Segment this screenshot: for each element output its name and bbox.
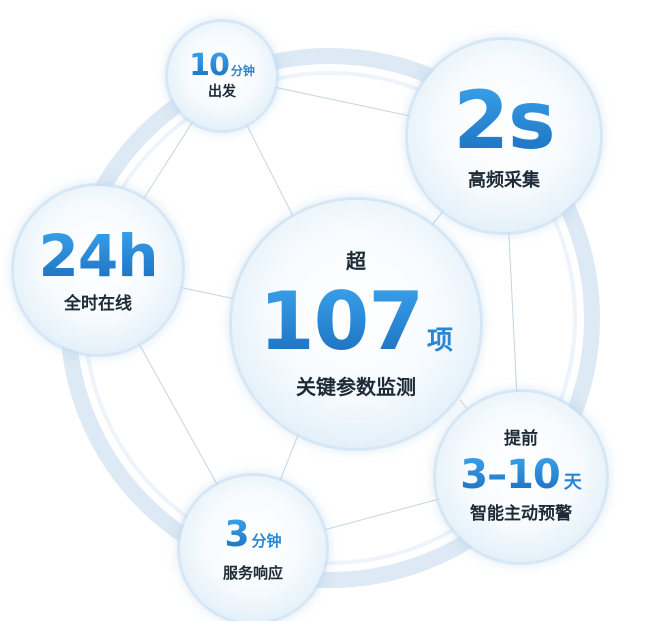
service-response-value-row: 3 分钟 [224,513,282,555]
dispatch-time-value: 10 [189,48,230,84]
dispatch-time-node: 10 分钟 出发 [168,22,276,130]
dispatch-time-value-row: 10 分钟 [189,51,255,81]
early-warning-label: 智能主动预警 [470,504,572,524]
online-hours-value: 24h [38,221,158,290]
sampling-rate-label: 高频采集 [468,170,540,192]
parameter-count-value: 107 [258,275,424,368]
early-warning-value-row: 3–10 天 [460,455,582,495]
early-warning-node: 提前 3–10 天 智能主动预警 [436,392,606,562]
parameter-prefix: 超 [346,249,366,273]
dispatch-time-unit: 分钟 [230,64,255,79]
early-warning-value: 3–10 [460,452,560,498]
early-warning-prefix: 提前 [504,429,538,450]
early-warning-unit: 天 [563,472,582,493]
service-response-value: 3 [224,513,249,555]
service-response-unit: 分钟 [251,531,282,550]
online-hours-node: 24h 全时在线 [14,186,182,354]
dispatch-time-label: 出发 [208,84,236,101]
sampling-rate-value: 2s [453,74,555,168]
parameter-value-row: 107 项 [259,282,453,362]
parameter-monitoring-node: 超 107 项 关键参数监测 [232,200,480,448]
parameter-label: 关键参数监测 [296,375,416,399]
sampling-rate-node: 2s 高频采集 [408,40,600,232]
service-response-label: 服务响应 [222,563,283,582]
service-response-node: 3 分钟 服务响应 [180,476,326,621]
online-hours-label: 全时在线 [64,293,132,314]
parameter-count-unit: 项 [426,326,453,356]
